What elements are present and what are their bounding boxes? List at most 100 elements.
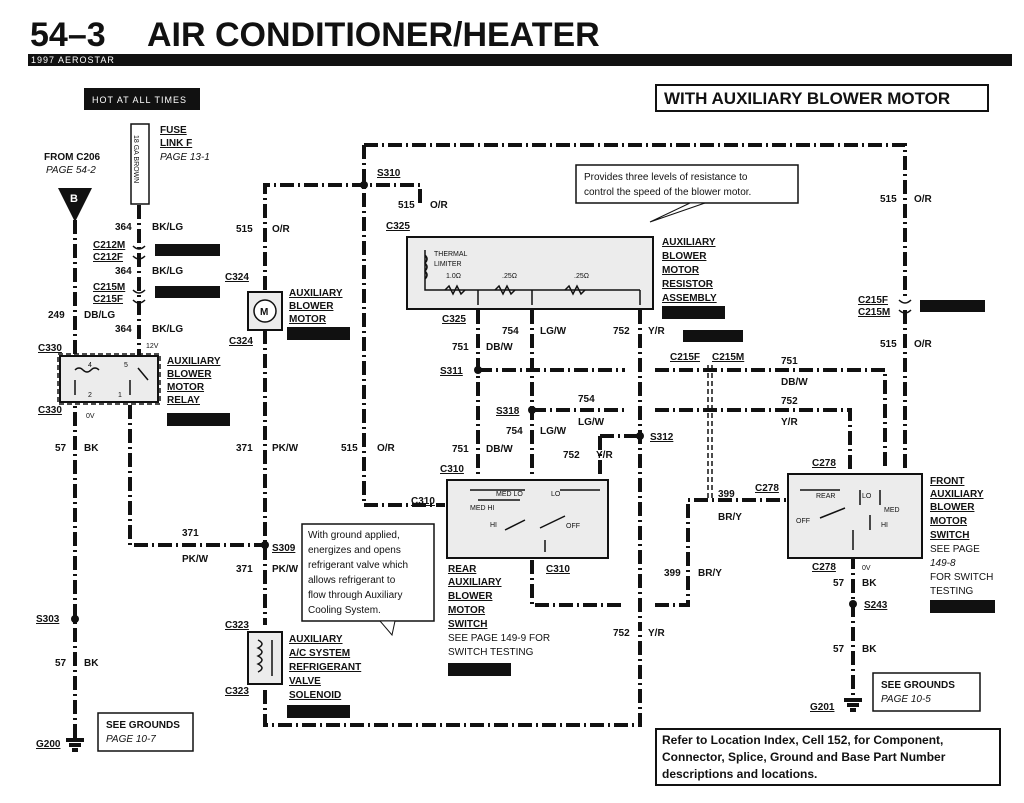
page-title: AIR CONDITIONER/HEATER [147, 16, 600, 54]
c215-connector-icon [132, 289, 146, 304]
wire-solenoid-return [263, 625, 642, 727]
solenoid-callout-line-3: refrigerant valve which [308, 560, 408, 571]
resistor-circuit [423, 250, 641, 305]
motor-label-2: BLOWER [289, 301, 334, 312]
rear-switch-see-page: SEE PAGE 149-9 FOR [448, 633, 550, 644]
wire-pkw-label-a: PK/W [272, 443, 299, 454]
wire-bklg-label-b: BK/LG [152, 266, 183, 277]
wire-bry-label-b: BR/Y [698, 568, 722, 579]
location-note-line-2: Connector, Splice, Ground and Base Part … [662, 750, 946, 764]
limiter-label: LIMITER [434, 261, 462, 268]
c278-label-c: C278 [812, 562, 836, 573]
wire-754-label-c: 754 [506, 426, 523, 437]
voltage-12v-label: 12V [146, 343, 159, 350]
splice-s312-dot [636, 432, 644, 440]
resistor-location-bar [662, 306, 725, 319]
front-switch-testing: TESTING [930, 586, 974, 597]
front-switch-med: MED [884, 507, 900, 514]
rear-switch-label-2: AUXILIARY [448, 577, 502, 588]
wire-57-label-a: 57 [55, 443, 67, 454]
c215f-label-c: C215F [858, 295, 888, 306]
g201-label: G201 [810, 702, 835, 713]
wire-dblg-label: DB/LG [84, 310, 115, 321]
wire-249-label: 249 [48, 310, 65, 321]
wire-399-label-b: 399 [664, 568, 681, 579]
relay-label-3: MOTOR [167, 382, 205, 393]
wire-515-label-b: 515 [398, 200, 415, 211]
front-switch-contacts [800, 489, 881, 550]
page-10-7-label: PAGE 10-7 [106, 734, 156, 745]
relay-label-4: RELAY [167, 395, 200, 406]
solenoid-label-1: AUXILIARY [289, 634, 343, 645]
page-13-1-label: PAGE 13-1 [160, 152, 210, 163]
refrigerant-valve-solenoid-box [247, 631, 283, 685]
fuse-link-box [130, 123, 150, 205]
vehicle-label: 1997 AEROSTAR [31, 55, 115, 65]
c278-label-a: C278 [812, 458, 836, 469]
rear-switch-lo: LO [551, 491, 561, 498]
relay-pin-4: 4 [88, 362, 92, 369]
solenoid-callout-line-2: energizes and opens [308, 545, 401, 556]
wire-dbw-label-a: DB/W [486, 342, 513, 353]
wire-399-bry [655, 498, 788, 607]
wire-or-label-d: O/R [914, 194, 933, 205]
solenoid-callout-line-1: With ground applied, [308, 530, 400, 541]
solenoid-coil-icon [256, 639, 273, 676]
s312-label: S312 [650, 432, 674, 443]
resistor-callout-line-1: Provides three levels of resistance to [584, 172, 748, 183]
wire-399-label-a: 399 [718, 489, 735, 500]
front-switch-label-4: MOTOR [930, 516, 968, 527]
c215f-label-b: C215F [670, 352, 700, 363]
wire-754-right [655, 408, 852, 470]
relay-coil-icon [74, 367, 149, 395]
wire-bk-label-c: BK [862, 578, 877, 589]
resistor-label-4: RESISTOR [662, 279, 714, 290]
c215-location-bar-c [920, 300, 985, 312]
wire-364-label-c: 364 [115, 324, 132, 335]
see-grounds-label-b: SEE GROUNDS [881, 680, 955, 691]
c325-label-b: C325 [442, 314, 466, 325]
fuse-link-label: FUSE [160, 125, 187, 136]
splice-s309-dot [261, 541, 269, 549]
rear-switch-testing: SWITCH TESTING [448, 647, 534, 658]
c215f-label: C215F [93, 294, 123, 305]
connector-b-label: B [70, 193, 78, 205]
c212-connector-icon [132, 245, 146, 260]
wire-lgw-label-b: LG/W [540, 426, 567, 437]
c325-label-a: C325 [386, 221, 410, 232]
wire-754-label-b: 754 [578, 394, 595, 405]
resistor-label-3: MOTOR [662, 265, 700, 276]
wire-57-label-b: 57 [55, 658, 67, 669]
wire-or-label-a: O/R [272, 224, 291, 235]
front-blower-switch-box [787, 473, 923, 559]
wire-dbw-label-c: DB/W [781, 377, 808, 388]
rear-switch-off: OFF [566, 523, 580, 530]
front-switch-label-5: SWITCH [930, 530, 969, 541]
wire-752-label-b: 752 [563, 450, 580, 461]
relay-location-bar [167, 413, 230, 426]
c215m-label-b: C215M [712, 352, 744, 363]
relay-pin-2: 2 [88, 392, 92, 399]
wire-bk-label-b: BK [84, 658, 99, 669]
wire-bry-label-a: BR/Y [718, 512, 742, 523]
splice-s311-dot [474, 366, 482, 374]
wire-515-label-c: 515 [341, 443, 358, 454]
resistor-callout-pointer [649, 202, 706, 223]
wire-bklg-label-a: BK/LG [152, 222, 183, 233]
solenoid-label-4: VALVE [289, 676, 321, 687]
s309-label: S309 [272, 543, 296, 554]
front-switch-for: FOR SWITCH [930, 572, 993, 583]
c278-label-b: C278 [755, 483, 779, 494]
wire-pkw-label-c: PK/W [272, 564, 299, 575]
connector-b-triangle [58, 188, 92, 222]
wire-yr-label-d: Y/R [781, 417, 798, 428]
solenoid-location-bar [287, 705, 350, 718]
wire-or-label-e: O/R [914, 339, 933, 350]
rear-switch-hi: HI [490, 522, 497, 529]
page-10-5-label: PAGE 10-5 [881, 694, 931, 705]
wire-752-label-a: 752 [613, 326, 630, 337]
resistor-assembly-box [406, 236, 654, 310]
hot-at-all-times-box [84, 88, 200, 110]
solenoid-label-3: REFRIGERANT [289, 662, 361, 673]
wire-752-label-d: 752 [781, 396, 798, 407]
